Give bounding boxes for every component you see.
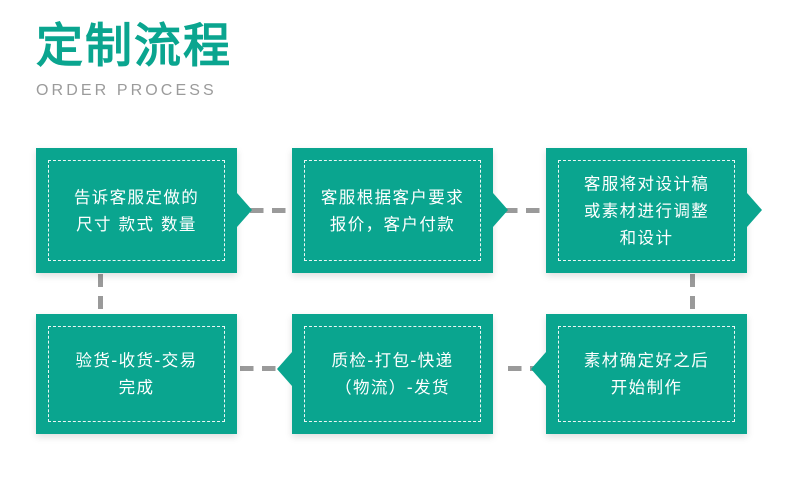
connector-step6-to-step5 xyxy=(508,366,550,371)
flow-step-4-label: 验货-收货-交易 完成 xyxy=(75,351,198,397)
connector-step5-to-step4 xyxy=(240,366,284,371)
arrow-left-icon-step-6 xyxy=(531,352,546,386)
flow-step-1-label: 告诉客服定做的 尺寸 款式 数量 xyxy=(73,187,200,234)
flow-step-5-label: 质检-打包-快递 （物流）-发货 xyxy=(331,351,454,397)
dashed-inner-border xyxy=(304,160,481,261)
dashed-inner-border xyxy=(48,160,225,261)
arrow-right-icon-step-2 xyxy=(493,193,508,227)
dashed-inner-border xyxy=(558,160,735,261)
dashed-inner-border xyxy=(304,326,481,422)
arrow-right-icon-step-3 xyxy=(747,193,762,227)
connector-step3-to-step6 xyxy=(690,274,695,314)
flow-step-3-label: 客服将对设计稿 或素材进行调整 和设计 xyxy=(583,174,710,247)
page-title: 定制流程 xyxy=(36,19,232,74)
flow-step-2-label: 客服根据客户要求 报价，客户付款 xyxy=(320,187,465,234)
flow-step-1[interactable]: 告诉客服定做的 尺寸 款式 数量 xyxy=(36,148,252,273)
arrow-right-icon-step-1 xyxy=(237,193,252,227)
flow-step-2[interactable]: 客服根据客户要求 报价，客户付款 xyxy=(292,148,508,273)
flow-step-5[interactable]: 质检-打包-快递 （物流）-发货 xyxy=(277,314,493,434)
dashed-inner-border xyxy=(48,326,225,422)
dashed-inner-border xyxy=(558,326,735,422)
page-subtitle: ORDER PROCESS xyxy=(36,81,217,99)
flow-step-3[interactable]: 客服将对设计稿 或素材进行调整 和设计 xyxy=(546,148,762,273)
flow-step-6[interactable]: 素材确定好之后 开始制作 xyxy=(531,314,747,434)
arrow-left-icon-step-5 xyxy=(277,352,292,386)
connector-step2-to-step3 xyxy=(504,208,548,213)
connector-step4-to-step1 xyxy=(98,274,103,314)
flow-step-4[interactable]: 验货-收货-交易 完成 xyxy=(36,314,237,434)
connector-step1-to-step2 xyxy=(250,208,294,213)
flow-step-6-label: 素材确定好之后 开始制作 xyxy=(583,351,710,397)
header: 定制流程 ORDER PROCESS xyxy=(36,19,436,100)
